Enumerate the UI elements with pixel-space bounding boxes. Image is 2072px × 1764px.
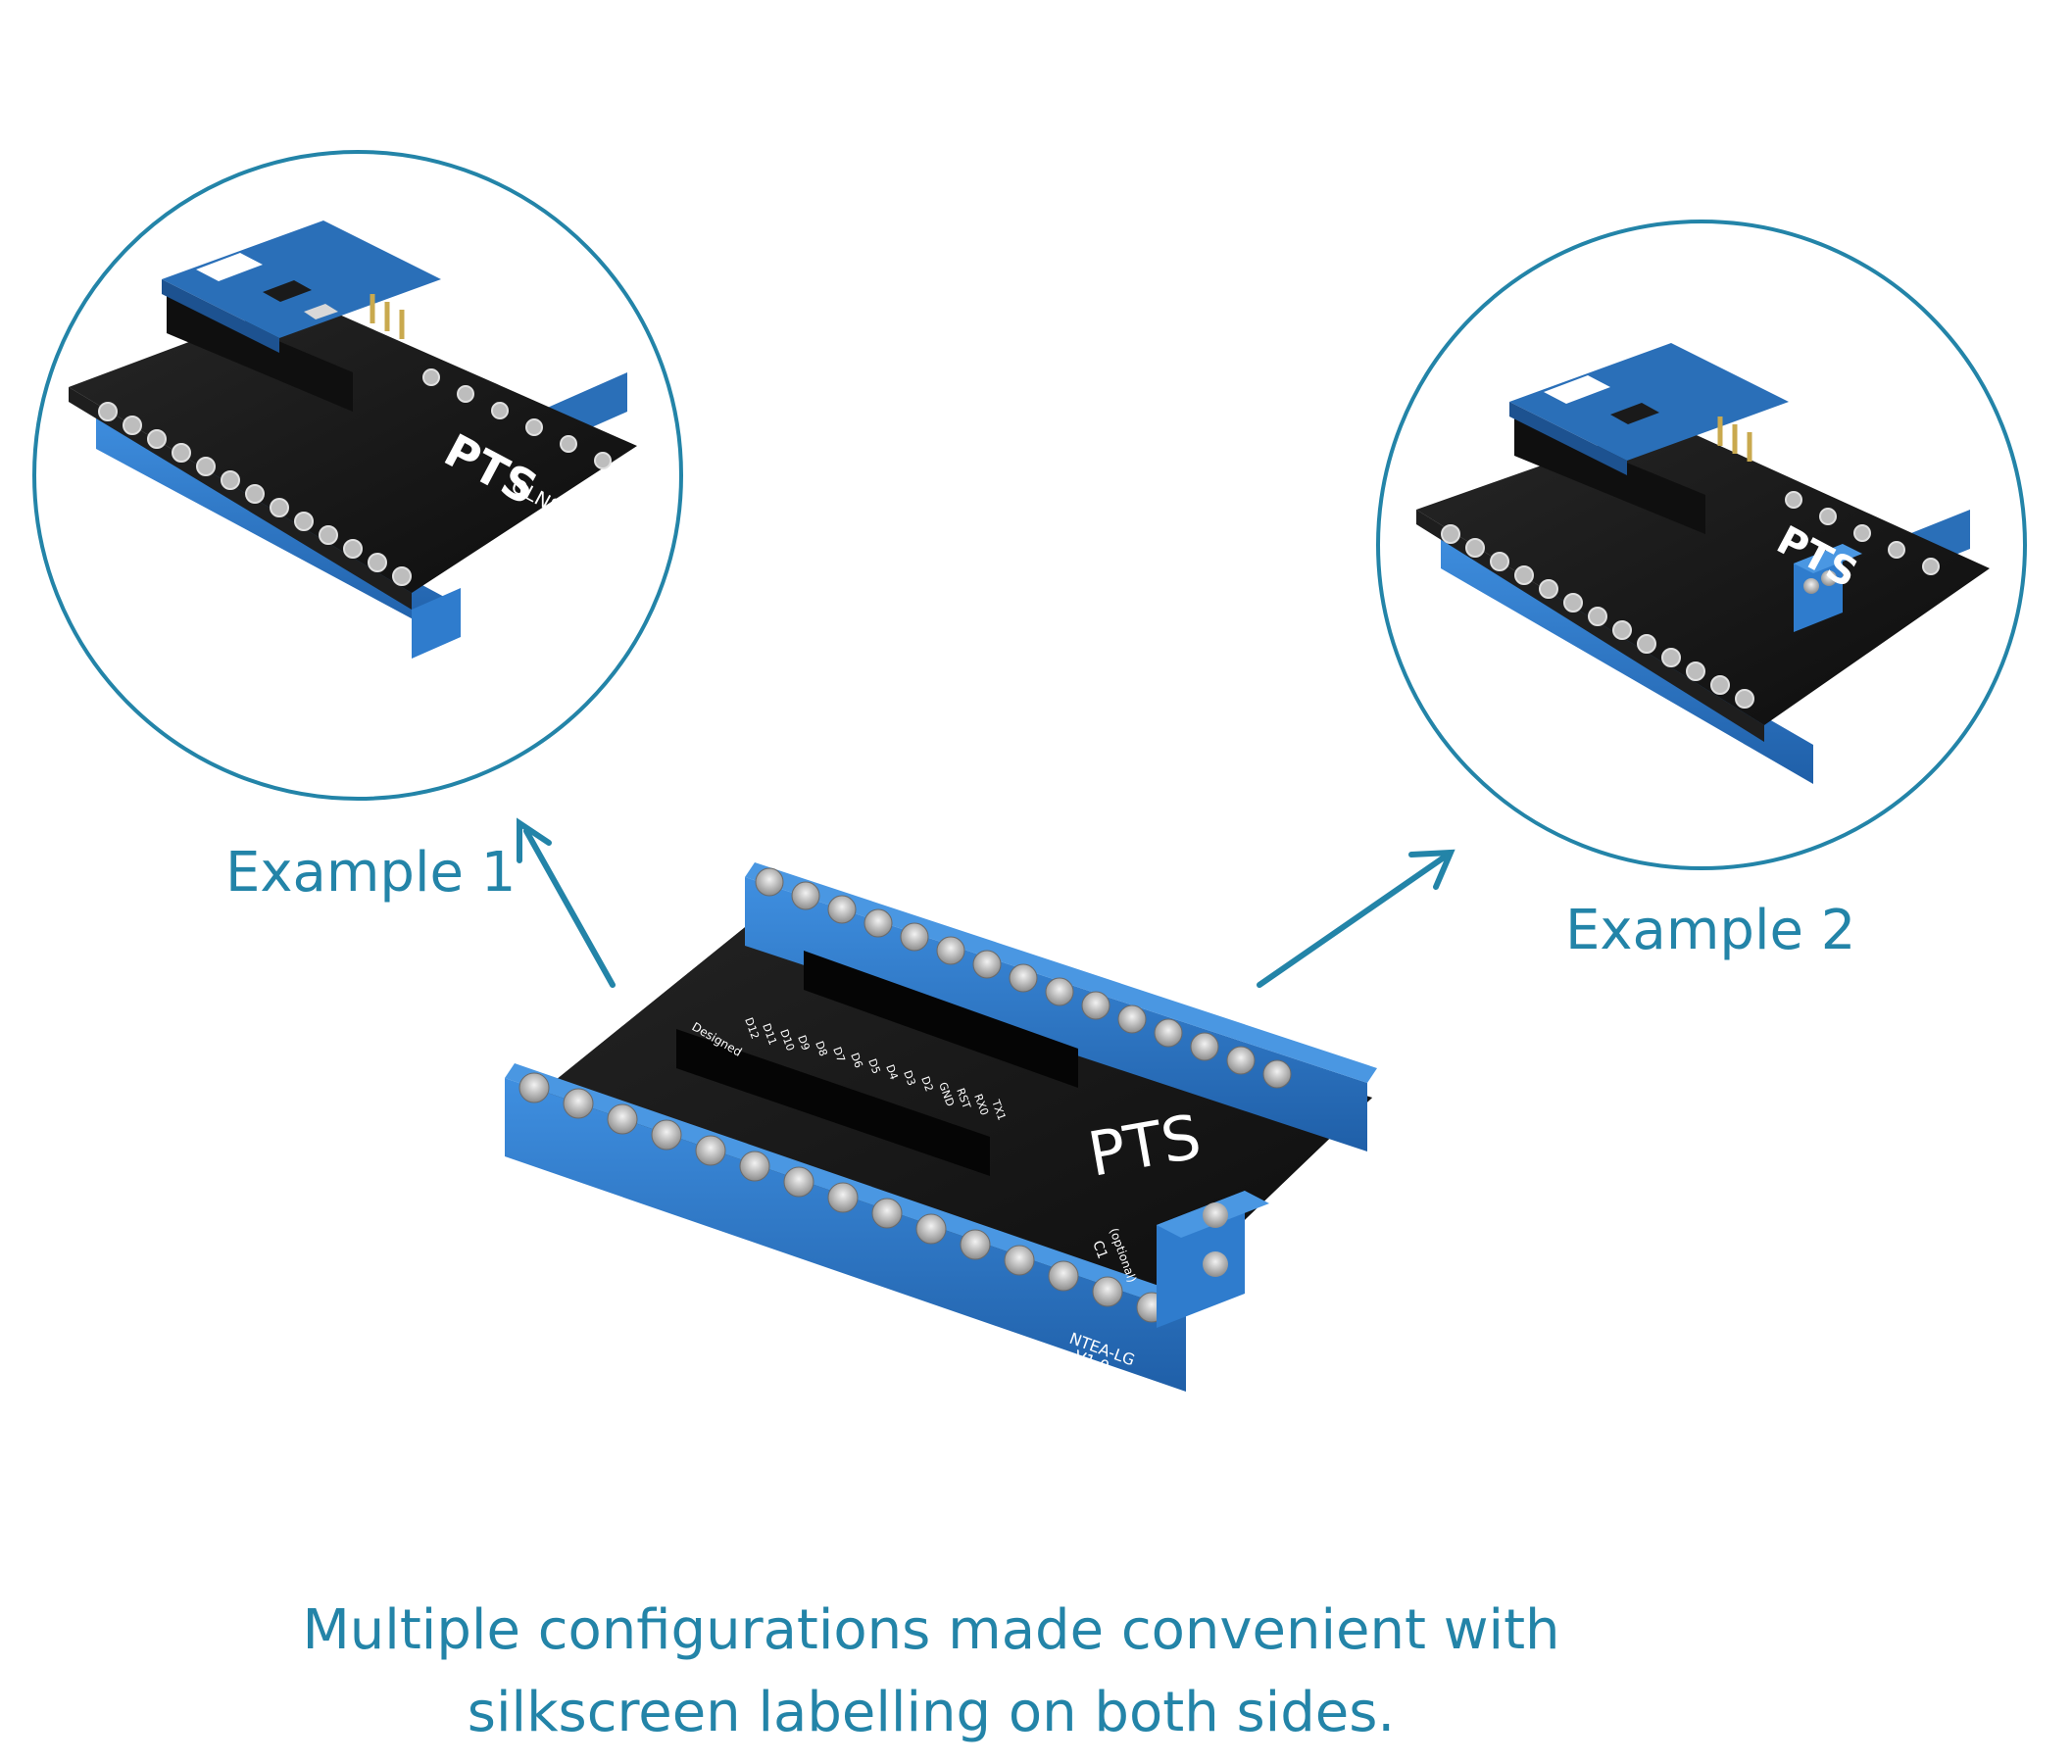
- example-1-label: Example 1: [225, 841, 517, 905]
- example-1-photo: PTS OLNS: [32, 150, 683, 801]
- pin-label: RST: [1017, 1400, 1049, 1427]
- example-2-ring: [1376, 220, 2027, 870]
- pin-label: A0: [635, 1224, 659, 1247]
- pin-label: 5V: [974, 1381, 998, 1403]
- pin-label: A3: [763, 1283, 786, 1305]
- pin-label: A1: [677, 1244, 701, 1266]
- pin-label: REF: [592, 1204, 622, 1231]
- caption-line-1: Multiple configurations made convenient …: [302, 1598, 1560, 1662]
- pin-label: D6: [848, 1052, 865, 1070]
- pin-label: GND: [1060, 1420, 1095, 1448]
- arrow-to-example-2: [1257, 849, 1455, 988]
- pin-label: VIN: [1102, 1440, 1130, 1464]
- example-2-photo: PTS: [1376, 220, 2027, 870]
- pin-label: D3: [901, 1069, 918, 1088]
- pin-label: A4: [805, 1302, 828, 1325]
- caption-line-2: silkscreen labelling on both sides.: [467, 1681, 1396, 1744]
- example-2-label: Example 2: [1565, 899, 1856, 962]
- main-board-capacitor: C1: [1089, 1239, 1110, 1261]
- pin-label: D9: [795, 1034, 813, 1053]
- pin-label: A5: [847, 1322, 870, 1345]
- pin-label: D5: [865, 1057, 883, 1076]
- pin-label: GND: [1266, 1266, 1289, 1297]
- pin-label: A2: [719, 1263, 743, 1286]
- pin-label: A7: [932, 1361, 956, 1384]
- arrow-to-example-1: [517, 817, 616, 988]
- pin-label: D4: [883, 1063, 901, 1082]
- example-1-ring: [32, 150, 683, 801]
- pin-label: A6: [890, 1342, 913, 1364]
- pin-label: D8: [813, 1040, 830, 1058]
- pin-label: D7: [830, 1046, 848, 1064]
- pin-label: D2: [918, 1075, 936, 1094]
- main-board-photo: PTS NTEA-LG V1.0 C1 (optional) Designed …: [505, 862, 1377, 1465]
- pin-label: VIN: [1250, 1281, 1269, 1304]
- pin-label: D13: [508, 1165, 540, 1193]
- pin-label: 3V3: [550, 1185, 581, 1211]
